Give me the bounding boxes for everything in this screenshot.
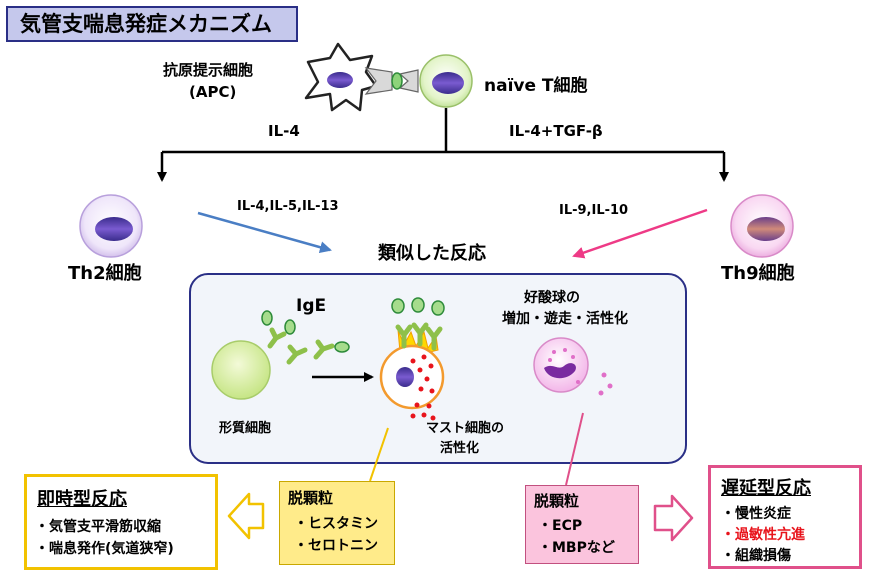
immediate-reaction-item: ・喘息発作(気道狭窄) (35, 541, 174, 557)
apc-cell (304, 42, 378, 112)
left-hollow-arrow (227, 492, 265, 540)
immediate-reaction-box: 即時型反応 ・気管支平滑筋収縮 ・喘息発作(気道狭窄) (24, 474, 218, 570)
delayed-reaction-item-highlight: ・過敏性亢進 (721, 527, 805, 543)
degranulation-box-yellow: 脱顆粒 ・ヒスタミン ・セロトニン (279, 481, 395, 565)
pink-connector (565, 412, 584, 486)
mast-cell-label-1: マスト細胞の (426, 421, 505, 436)
delayed-reaction-item: ・組織損傷 (721, 548, 791, 564)
naive-t-cell (419, 54, 473, 108)
naive-t-label: naïve T細胞 (484, 76, 588, 96)
branch-right-label: IL-4+TGF-β (509, 122, 603, 140)
page-title: 気管支喘息発症メカニズム (6, 6, 298, 42)
th2-cell (79, 194, 143, 258)
degranulation-box-pink: 脱顆粒 ・ECP ・MBPなど (525, 485, 639, 564)
plasma-cell-label: 形質細胞 (219, 421, 272, 436)
th9-cytokines: IL-9,IL-10 (559, 203, 629, 218)
immediate-reaction-item: ・気管支平滑筋収縮 (35, 519, 161, 535)
eosinophil (533, 337, 613, 396)
th9-cell (730, 194, 794, 258)
similar-reaction-label: 類似した反応 (378, 243, 486, 264)
mast-cell-label-2: 活性化 (440, 441, 480, 456)
plasma-cell (211, 340, 271, 400)
th9-label: Th9細胞 (721, 263, 795, 284)
yellow-connector (369, 427, 389, 482)
degranulation-title: 脱顆粒 (288, 489, 334, 507)
degranulation-item: ・セロトニン (294, 538, 378, 554)
ige-label: IgE (296, 296, 327, 316)
degranulation-title: 脱顆粒 (534, 492, 580, 510)
branch-left-label: IL-4 (268, 122, 300, 140)
degranulation-item: ・ECP (538, 518, 583, 534)
immediate-reaction-title: 即時型反応 (37, 489, 127, 510)
th2-cytokines: IL-4,IL-5,IL-13 (237, 199, 339, 214)
mast-cell (379, 329, 445, 421)
branch-lines (157, 108, 729, 182)
mast-cell-antigens (391, 297, 445, 316)
tcr-mhc-icon (364, 67, 419, 95)
delayed-reaction-box: 遅延型反応 ・慢性炎症 ・過敏性亢進 ・組織損傷 (708, 465, 862, 569)
eosinophil-label-2: 増加・遊走・活性化 (502, 311, 628, 327)
apc-abbr: (APC) (189, 83, 237, 101)
delayed-reaction-item: ・慢性炎症 (721, 506, 791, 522)
degranulation-item: ・MBPなど (538, 540, 615, 556)
apc-label: 抗原提示細胞 (163, 61, 254, 79)
th9-arrow (572, 208, 708, 259)
th2-label: Th2細胞 (68, 263, 142, 284)
ige-antibodies (267, 327, 335, 365)
mast-cell-receptors (395, 322, 443, 351)
delayed-reaction-title: 遅延型反応 (721, 478, 811, 499)
ige-antigens (261, 310, 350, 353)
th2-arrow (197, 211, 332, 254)
degranulation-item: ・ヒスタミン (294, 516, 378, 532)
eosinophil-label-1: 好酸球の (524, 290, 580, 306)
right-hollow-arrow (653, 494, 694, 542)
